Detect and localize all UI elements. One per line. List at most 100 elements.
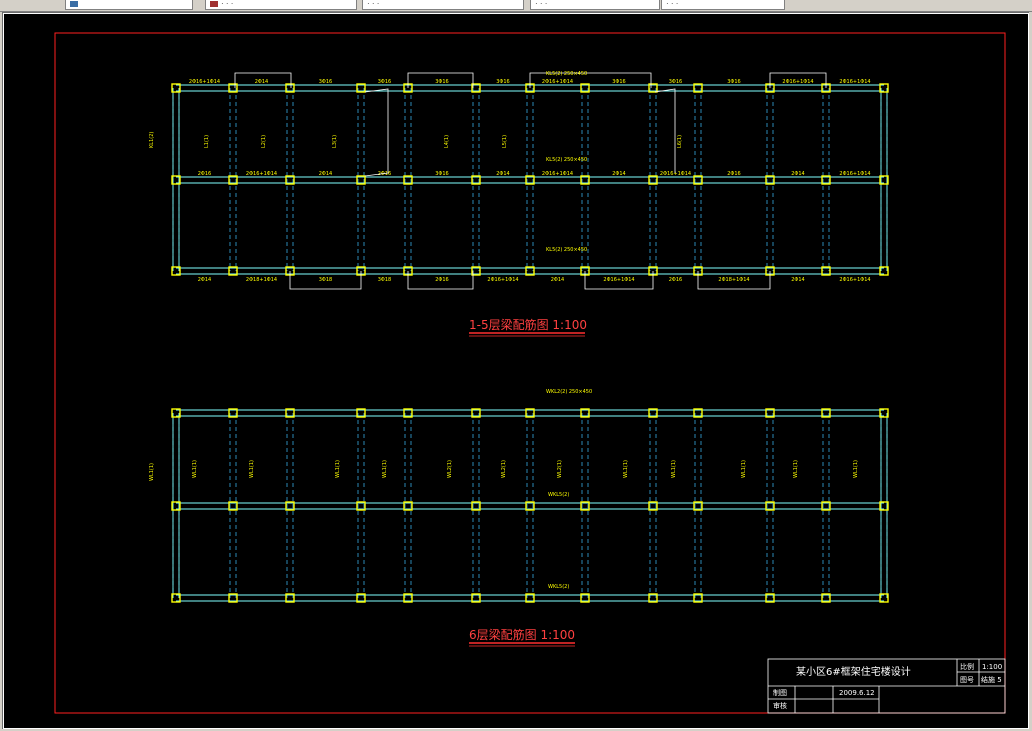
document-tab-4[interactable]: · · ·	[530, 0, 660, 10]
column-square	[471, 408, 481, 418]
drawing-border	[54, 32, 1006, 714]
column-square	[765, 175, 775, 185]
document-tab-2[interactable]: · · ·	[205, 0, 357, 10]
column-square	[171, 593, 181, 603]
plan1-title: 1-5层梁配筋图 1:100	[469, 317, 587, 332]
column-square	[765, 501, 775, 511]
rebar-label-bottom: 2Φ16+1Φ14	[603, 277, 634, 283]
wl-label-vertical: WL1(1)	[249, 460, 255, 478]
rebar-label-top: 3Φ16	[378, 79, 391, 85]
column-square	[525, 266, 535, 276]
column-square	[171, 175, 181, 185]
column-square	[580, 175, 590, 185]
beam-note-vertical: L3(1)	[332, 135, 338, 148]
rebar-label-bottom: 2Φ14	[791, 277, 804, 283]
column-square	[580, 593, 590, 603]
column-square	[171, 266, 181, 276]
tab-label: · · ·	[535, 0, 548, 8]
wl-label-vertical: WL2(1)	[557, 460, 563, 478]
bay-outline	[407, 271, 474, 290]
beam-note-vertical: L5(1)	[502, 135, 508, 148]
rebar-label-mid: 3Φ16	[435, 171, 448, 177]
rebar-label-top: 2Φ16+1Φ14	[839, 79, 870, 85]
tab-label: · · ·	[666, 0, 679, 8]
column-square	[471, 501, 481, 511]
column-square	[285, 593, 295, 603]
grid-icon	[70, 1, 78, 7]
rebar-label-bottom: 2Φ16	[669, 277, 682, 283]
rebar-label-mid: 2Φ16	[378, 171, 391, 177]
wl-label-vertical: WL1(1)	[382, 460, 388, 478]
column-square	[580, 83, 590, 93]
column-square	[403, 175, 413, 185]
document-tab-3[interactable]: · · ·	[362, 0, 524, 10]
column-square	[228, 408, 238, 418]
column-square	[525, 501, 535, 511]
rebar-label-bottom: 2Φ16+1Φ14	[839, 277, 870, 283]
outer-frame	[3, 13, 1029, 729]
scale-value: 1:100	[982, 663, 1002, 671]
beam-note-vertical: L6(1)	[677, 135, 683, 148]
rebar-label-bottom: 2Φ14	[198, 277, 211, 283]
beam-note-vertical: L1(1)	[204, 135, 210, 148]
rebar-label-top: 2Φ16+1Φ14	[542, 79, 573, 85]
stair-outline	[364, 88, 389, 177]
rebar-label-top: 2Φ14	[255, 79, 268, 85]
column-square	[285, 175, 295, 185]
rebar-label-bottom: 2Φ18+1Φ14	[718, 277, 749, 283]
column-square	[228, 83, 238, 93]
column-square	[471, 266, 481, 276]
column-square	[765, 593, 775, 603]
drawing-no-label: 图号	[960, 676, 974, 684]
wl-label-vertical: WL2(1)	[447, 460, 453, 478]
column-square	[403, 501, 413, 511]
wl-label-vertical: WL1(1)	[853, 460, 859, 478]
column-square	[648, 83, 658, 93]
wl-label-left: WL1(1)	[149, 463, 155, 481]
rebar-label-bottom: 2Φ18+1Φ14	[246, 277, 277, 283]
column-square	[285, 83, 295, 93]
column-square	[765, 408, 775, 418]
rebar-label-mid: 2Φ14	[496, 171, 509, 177]
column-square	[879, 593, 889, 603]
rebar-label-mid: 2Φ16+1Φ14	[839, 171, 870, 177]
rebar-label-mid: 2Φ14	[791, 171, 804, 177]
rebar-label-mid: 2Φ14	[612, 171, 625, 177]
title-block	[767, 658, 1006, 714]
wkl-center-label-2: WKL5(2)	[548, 584, 569, 590]
rebar-label-mid: 2Φ14	[319, 171, 332, 177]
rebar-label-mid: 2Φ16+1Φ14	[246, 171, 277, 177]
wl-label-vertical: WL1(1)	[335, 460, 341, 478]
column-square	[525, 593, 535, 603]
bay-outline	[407, 72, 474, 88]
column-square	[821, 501, 831, 511]
rebar-label-top: 2Φ16+1Φ14	[782, 79, 813, 85]
wkl-callout-top: WKL2(2) 250×450	[546, 389, 592, 395]
drawn-by-label: 制图	[773, 688, 787, 697]
stair-outline-2	[654, 88, 676, 173]
rebar-label-top: 3Φ16	[319, 79, 332, 85]
column-square	[648, 175, 658, 185]
bay-outline	[234, 72, 292, 88]
column-square	[471, 83, 481, 93]
beam-note-vertical: KL1(2)	[149, 132, 155, 148]
column-square	[171, 83, 181, 93]
document-tab-bar: · · · · · · · · · · · ·	[0, 0, 1032, 12]
document-tab-1[interactable]	[65, 0, 193, 10]
wl-label-vertical: WL1(1)	[671, 460, 677, 478]
column-square	[228, 501, 238, 511]
column-square	[821, 593, 831, 603]
column-square	[693, 593, 703, 603]
rebar-label-bottom: 3Φ18	[378, 277, 391, 283]
column-square	[356, 593, 366, 603]
column-square	[648, 593, 658, 603]
kl-callout-top: KL5(2) 250×450	[546, 71, 587, 77]
column-square	[879, 408, 889, 418]
column-square	[693, 175, 703, 185]
rebar-label-bottom: 2Φ16	[435, 277, 448, 283]
document-tab-5[interactable]: · · ·	[661, 0, 785, 10]
